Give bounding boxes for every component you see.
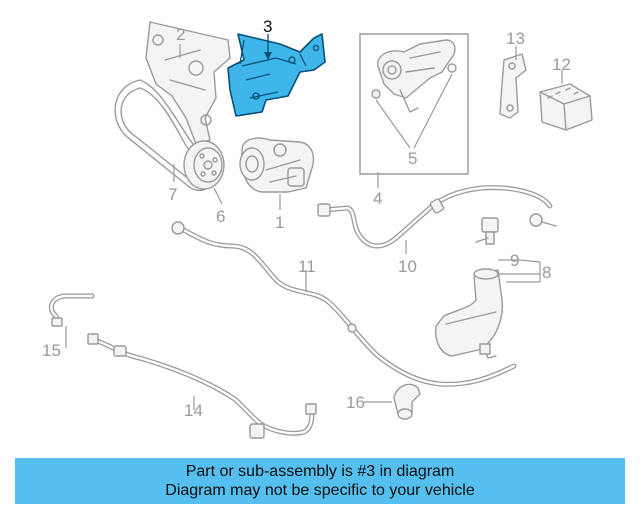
callout-3: 3 — [263, 17, 272, 36]
callout-16: 16 — [346, 393, 365, 412]
callout-13: 13 — [506, 29, 525, 48]
callout-10: 10 — [398, 257, 417, 276]
callout-1: 1 — [275, 213, 284, 232]
part-8-reservoir[interactable] — [434, 268, 503, 359]
callouts: 2 3 7 6 1 4 5 13 12 10 11 9 8 15 14 16 — [42, 17, 571, 420]
part-13-bracket[interactable] — [499, 53, 527, 119]
part-4-pump-assembly[interactable] — [371, 39, 457, 113]
callout-2: 2 — [176, 25, 185, 44]
callout-14: 14 — [184, 401, 203, 420]
part-12-module[interactable] — [539, 83, 593, 131]
part-1-pump[interactable] — [239, 137, 315, 193]
info-banner: Part or sub-assembly is #3 in diagram Di… — [15, 458, 625, 504]
leader-lines — [65, 34, 563, 410]
callout-9: 9 — [510, 251, 519, 270]
callout-4: 4 — [373, 189, 382, 208]
callout-8: 8 — [542, 263, 551, 282]
part-15-hose[interactable] — [48, 293, 95, 327]
parts-diagram: 2 3 7 6 1 4 5 13 12 10 11 9 8 15 14 16 — [42, 17, 593, 439]
part-10-hose[interactable] — [317, 185, 557, 249]
part-9-cap[interactable] — [475, 217, 499, 245]
part-2-bracket[interactable] — [145, 21, 231, 145]
callout-12: 12 — [552, 55, 571, 74]
part-14-pipe[interactable] — [87, 333, 317, 439]
part-5-bolts[interactable] — [375, 73, 453, 149]
part-3-bracket-highlighted[interactable] — [227, 33, 326, 117]
callout-11: 11 — [298, 257, 316, 276]
banner-line-2: Diagram may not be specific to your vehi… — [165, 482, 475, 499]
part-16-fitting[interactable] — [393, 383, 421, 420]
part-6-pulley[interactable] — [183, 140, 225, 190]
callout-7: 7 — [168, 185, 177, 204]
part-11-return-line[interactable] — [171, 221, 517, 387]
callout-5: 5 — [408, 149, 417, 168]
callout-6: 6 — [216, 207, 225, 226]
part-4-box — [359, 33, 469, 175]
banner-line-1: Part or sub-assembly is #3 in diagram — [185, 463, 455, 480]
callout-15: 15 — [42, 341, 61, 360]
